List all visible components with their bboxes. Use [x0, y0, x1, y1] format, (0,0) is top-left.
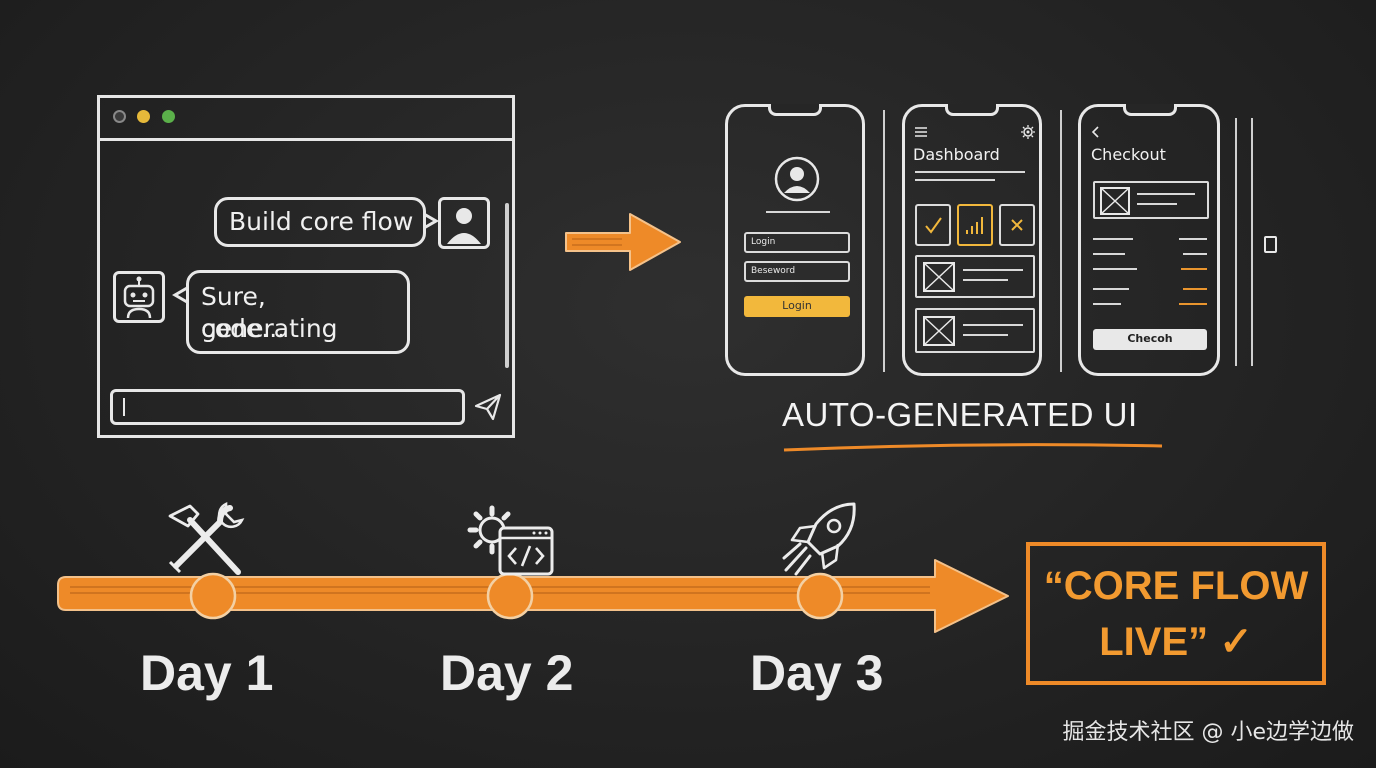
tile-check[interactable] [915, 204, 951, 246]
dashboard-card[interactable] [915, 255, 1035, 298]
summary-value-line [1179, 238, 1207, 240]
card-line [963, 324, 1023, 326]
tile-close[interactable] [999, 204, 1035, 246]
goal-line2: LIVE” ✓ [1099, 620, 1253, 664]
summary-value-line [1183, 253, 1207, 255]
summary-value-line [1181, 268, 1207, 270]
password-field[interactable]: Beseword [744, 261, 850, 282]
summary-value-line [1179, 303, 1207, 305]
image-placeholder-icon [923, 316, 955, 346]
menu-icon[interactable] [915, 127, 927, 137]
window-maximize-dot[interactable] [162, 110, 175, 123]
summary-line [1093, 268, 1137, 270]
hammer-wrench-icon [168, 501, 245, 575]
image-placeholder-icon [923, 262, 955, 292]
window-minimize-dot[interactable] [137, 110, 150, 123]
rocket-icon [782, 502, 856, 576]
summary-line [1093, 288, 1129, 290]
chat-input[interactable] [110, 389, 465, 425]
check-icon [925, 217, 942, 234]
x-icon [1011, 219, 1023, 231]
chat-scrollbar[interactable] [505, 203, 509, 368]
user-bubble-tail [424, 212, 438, 230]
settings-gear-icon[interactable] [1021, 125, 1035, 139]
text-cursor [123, 398, 125, 416]
summary-line [1093, 238, 1133, 240]
bot-message-line2: code... [201, 314, 286, 343]
summary-line [1093, 303, 1121, 305]
dashboard-text-line [915, 171, 1025, 173]
day-3-label: Day 3 [750, 645, 884, 701]
summary-value-line [1183, 288, 1207, 290]
phone-checkout-screen: Checkout Checoh [1078, 104, 1220, 376]
card-line [963, 269, 1023, 271]
arrow-to-ui [565, 213, 681, 271]
checkout-title: Checkout [1091, 145, 1166, 164]
phone-divider [1235, 118, 1237, 366]
label-underline [783, 443, 1163, 452]
profile-avatar-icon [774, 156, 820, 202]
watermark: 掘金技术社区 @ 小e边学边做 [1062, 720, 1354, 745]
dashboard-text-line [915, 179, 995, 181]
tile-chart[interactable] [957, 204, 993, 246]
user-message-bubble: Build core flow [214, 197, 426, 247]
back-chevron-icon[interactable] [1091, 126, 1101, 138]
summary-line [1093, 253, 1125, 255]
card-line [963, 334, 1008, 336]
user-message-text: Build core flow [229, 207, 414, 236]
bot-message-bubble: Sure, generating code... [186, 270, 410, 354]
checkout-item[interactable] [1093, 181, 1209, 219]
image-placeholder-icon [1100, 187, 1130, 215]
dashboard-card[interactable] [915, 308, 1035, 353]
phone-dashboard-screen: Dashboard [902, 104, 1042, 376]
auto-generated-label: AUTO-GENERATED UI [782, 396, 1138, 433]
profile-name-line [766, 211, 830, 213]
day-1-label: Day 1 [140, 645, 274, 701]
bot-bubble-tail [172, 286, 188, 304]
dashboard-title: Dashboard [913, 145, 1000, 164]
phone-divider [1060, 110, 1062, 372]
phone-edge-button [1264, 236, 1277, 253]
robot-icon [123, 276, 155, 319]
item-line [1137, 193, 1195, 195]
gear-code-icon [467, 505, 554, 576]
send-icon[interactable] [473, 392, 503, 422]
window-titlebar-divider [97, 138, 515, 141]
phone-notch [945, 104, 999, 116]
username-field[interactable]: Login [744, 232, 850, 253]
user-avatar [438, 197, 490, 249]
bot-message-line1: Sure, generating [201, 282, 338, 343]
phone-notch [1123, 104, 1177, 116]
phone-notch [768, 104, 822, 116]
phone-divider [883, 110, 885, 372]
day-2-label: Day 2 [440, 645, 574, 701]
phone-login-screen: Login Beseword Login [725, 104, 865, 376]
bot-avatar [113, 271, 165, 323]
chat-window [97, 95, 515, 438]
item-line [1137, 203, 1177, 205]
bar-chart-icon [966, 217, 983, 234]
user-avatar-icon [447, 208, 481, 244]
window-close-dot[interactable] [113, 110, 126, 123]
phone-divider [1251, 118, 1253, 366]
card-line [963, 279, 1008, 281]
login-button[interactable]: Login [744, 296, 850, 317]
timeline [57, 559, 1009, 633]
goal-line1: “CORE FLOW [1043, 564, 1309, 608]
checkout-button[interactable]: Checoh [1093, 329, 1207, 350]
core-flow-live-box: “CORE FLOW LIVE” ✓ [1026, 542, 1326, 685]
